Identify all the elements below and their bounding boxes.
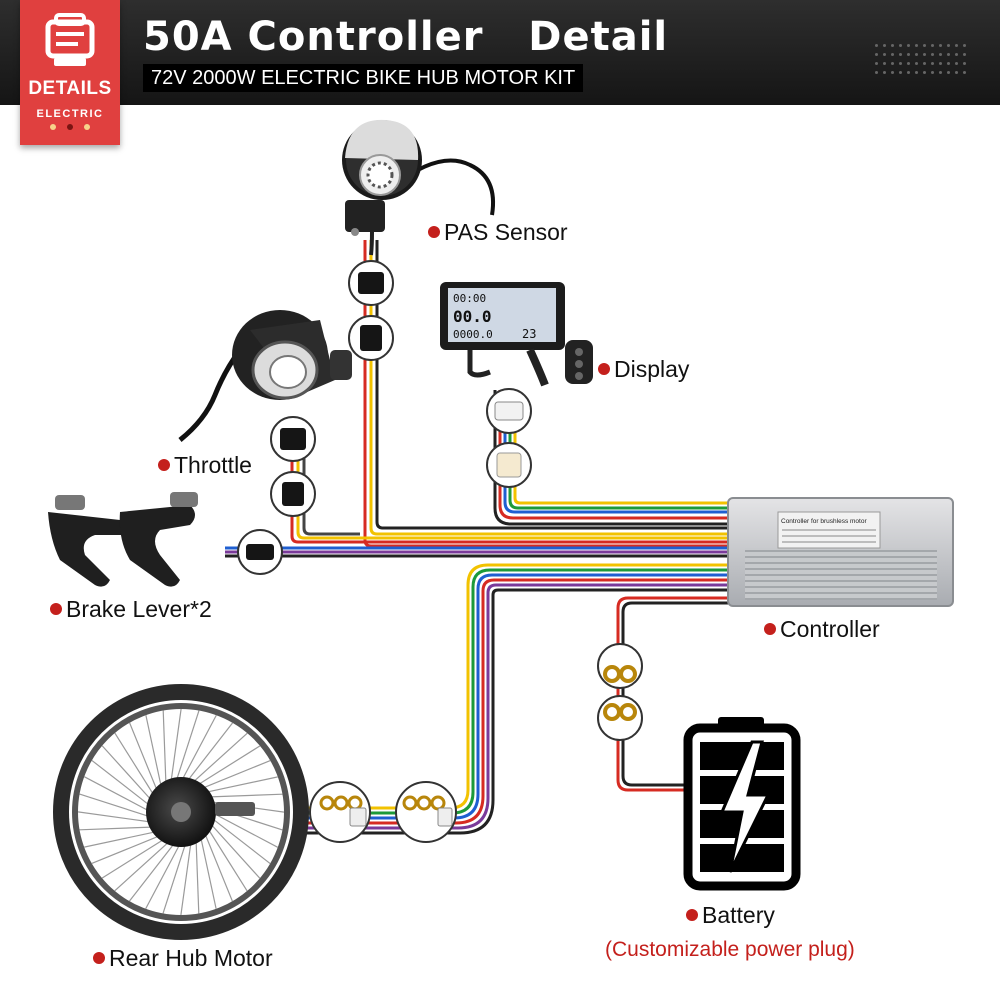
brake-lever-icon [48, 492, 198, 587]
header-bar: 50A Controller Detail 72V 2000W ELECTRIC… [0, 0, 1000, 105]
connector-throttle-top [270, 416, 316, 462]
connector-pas-bottom [348, 315, 394, 361]
display-cable [493, 390, 728, 526]
bullet-dot [93, 952, 105, 964]
bullet-dot [764, 623, 776, 635]
pas-sensor-cable [363, 240, 728, 548]
throttle-cable [290, 420, 728, 544]
throttle-icon [178, 310, 352, 442]
controller-box-icon: Controller for brushless motor [727, 497, 954, 607]
bullet-dot [50, 603, 62, 615]
battery-icon [683, 717, 801, 891]
svg-text:23: 23 [522, 327, 536, 341]
motor-cable [300, 563, 728, 835]
battery-cable [616, 596, 740, 792]
label-battery: Battery [686, 902, 775, 929]
battery-plug-note: (Customizable power plug) [605, 938, 855, 961]
label-rear-hub-motor: Rear Hub Motor [93, 945, 273, 972]
page-subtitle: 72V 2000W ELECTRIC BIKE HUB MOTOR KIT [143, 64, 584, 92]
bullet-dot [686, 909, 698, 921]
display-unit-icon: 00:00 00.0 0000.0 23 [440, 282, 593, 387]
details-badge-icon [45, 13, 95, 66]
connector-motor-left [309, 781, 371, 843]
svg-text:0000.0: 0000.0 [453, 328, 493, 341]
decorative-dot-grid [875, 44, 971, 80]
svg-text:00.0: 00.0 [453, 307, 492, 326]
bullet-dot [598, 363, 610, 375]
label-throttle: Throttle [158, 452, 252, 479]
label-pas-sensor: PAS Sensor [428, 219, 568, 246]
connector-display-bottom [486, 442, 532, 488]
connector-motor-right [395, 781, 457, 843]
details-badge: DETAILS ELECTRIC [20, 0, 120, 145]
brake-cable [225, 546, 728, 558]
bullet-dot [428, 226, 440, 238]
bullet-dot [158, 459, 170, 471]
badge-main-text: DETAILS [28, 78, 112, 99]
badge-dots [50, 124, 90, 130]
connector-battery-top [597, 643, 643, 689]
connector-display-top [486, 388, 532, 434]
connector-pas-top [348, 260, 394, 306]
label-controller: Controller [764, 616, 880, 643]
hub-motor-wheel-icon [53, 684, 309, 940]
connector-throttle-bottom [270, 471, 316, 517]
connector-brake [237, 529, 283, 575]
label-brake-lever: Brake Lever*2 [50, 596, 212, 623]
page-title: 50A Controller Detail [143, 14, 669, 60]
badge-sub-text: ELECTRIC [36, 108, 104, 120]
connector-battery-bottom [597, 695, 643, 741]
pas-sensor-icon [342, 119, 495, 256]
svg-text:00:00: 00:00 [453, 292, 486, 305]
svg-text:Controller for brushless motor: Controller for brushless motor [781, 518, 867, 525]
label-display: Display [598, 356, 689, 383]
